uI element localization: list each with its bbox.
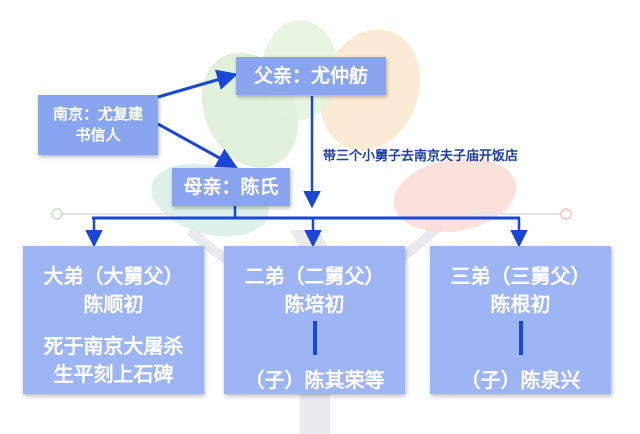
father-label: 父亲：尤仲舫 xyxy=(253,65,368,87)
nanjing-label-line1: 南京：尤复建 xyxy=(52,105,143,123)
child-node-third: 三弟（三舅父） 陈根初 （子）陈泉兴 xyxy=(430,246,611,394)
child-2-name: 陈培初 xyxy=(284,292,345,316)
arrow-nanjing-to-mother xyxy=(157,122,238,169)
nanjing-label-line2: 书信人 xyxy=(75,126,121,144)
annotation-restaurant: 带三个小舅子去南京夫子庙开饭店 xyxy=(323,149,519,164)
bg-dot-right xyxy=(560,208,572,220)
child-1-note-line1: 死于南京大屠杀 xyxy=(43,334,184,358)
mother-label: 母亲：陈氏 xyxy=(183,176,279,198)
mother-node: 母亲：陈氏 xyxy=(172,168,290,206)
child-3-name: 陈根初 xyxy=(490,292,551,316)
child-node-second: 二弟（二舅父） 陈培初 （子）陈其荣等 xyxy=(224,246,405,394)
nanjing-node: 南京：尤复建 书信人 xyxy=(38,95,158,155)
child-1-title: 大弟（大舅父） xyxy=(43,264,184,288)
child-node-eldest: 大弟（大舅父） 陈顺初 死于南京大屠杀 生平刻上石碑 xyxy=(23,246,204,394)
child-1-note-line2: 生平刻上石碑 xyxy=(53,362,174,386)
bg-dot-left xyxy=(51,208,63,220)
child-3-descendant: （子）陈泉兴 xyxy=(460,368,581,392)
child-1-name: 陈顺初 xyxy=(83,292,144,316)
child-2-descendant: （子）陈其荣等 xyxy=(244,368,385,392)
child-2-descent-bar xyxy=(313,321,317,355)
arrow-nanjing-to-father xyxy=(157,69,239,99)
child-3-title: 三弟（三舅父） xyxy=(450,264,591,288)
child-3-descent-bar xyxy=(519,321,523,355)
father-node: 父亲：尤仲舫 xyxy=(236,57,386,95)
child-2-title: 二弟（二舅父） xyxy=(244,264,385,288)
